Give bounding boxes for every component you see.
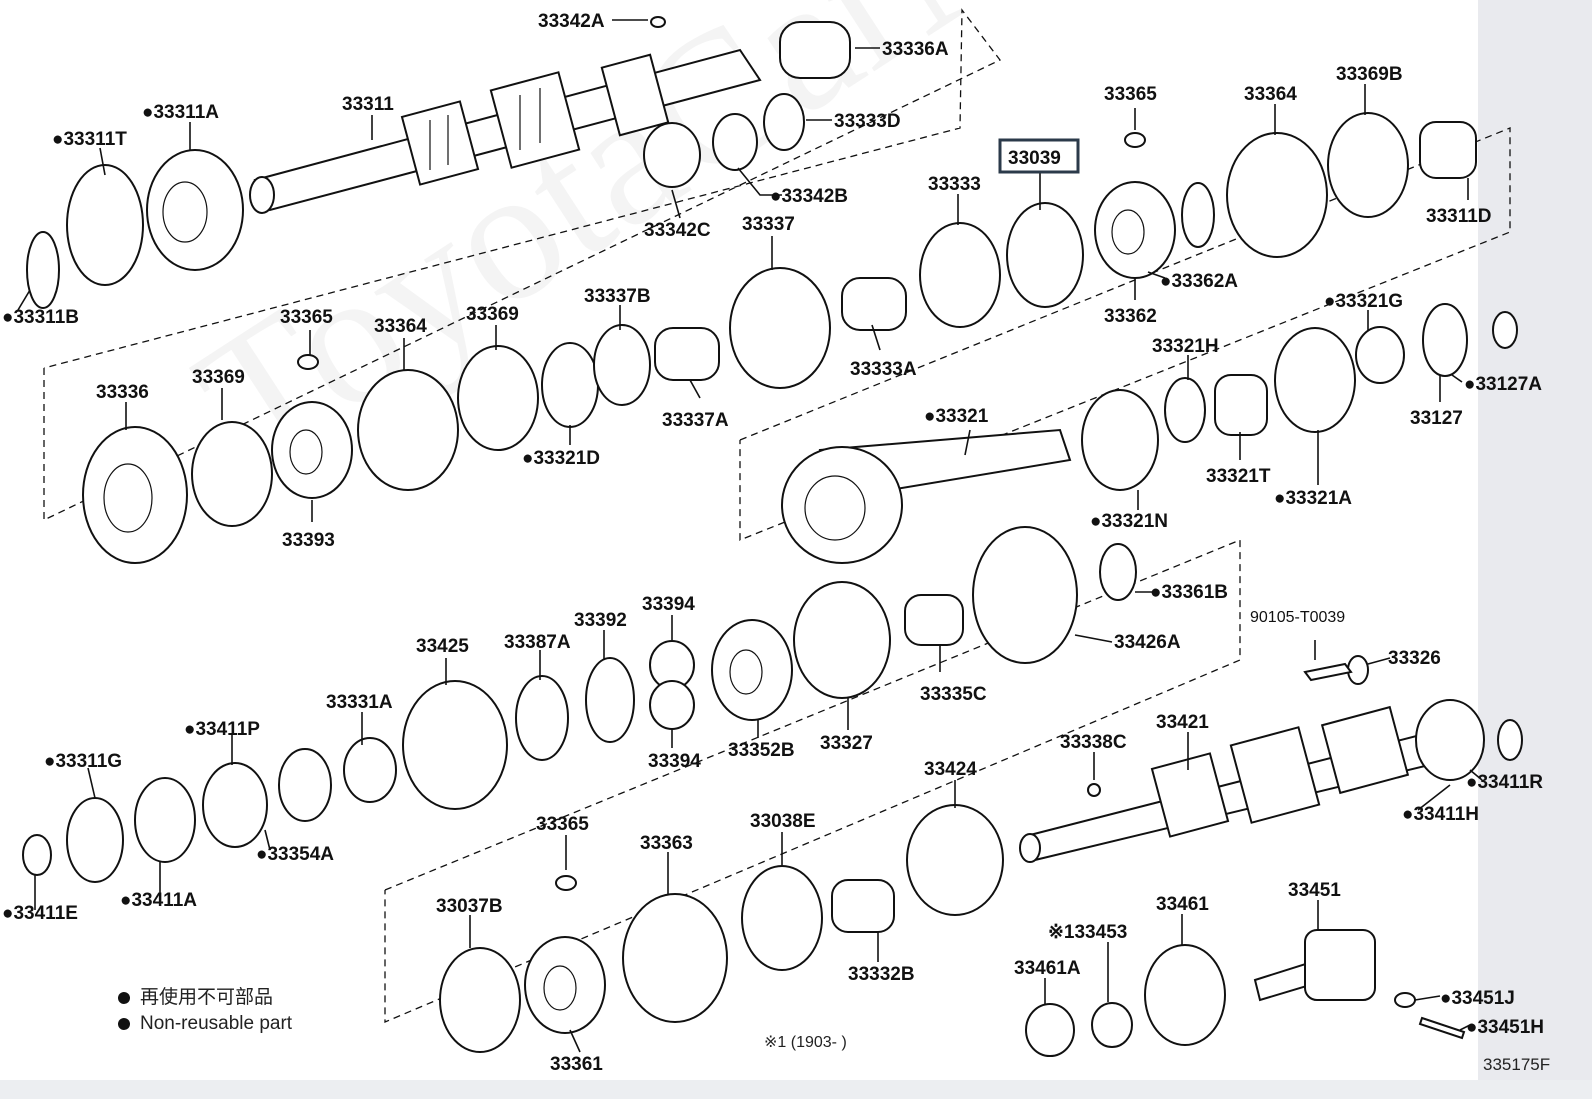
bullet-icon xyxy=(118,1017,130,1030)
legend-row-english: Non-reusable part xyxy=(118,1011,292,1037)
part-label[interactable]: ●33321 xyxy=(924,406,989,427)
part-label[interactable]: 33333 xyxy=(928,174,981,195)
part-label[interactable]: 33365 xyxy=(280,307,333,328)
part-label[interactable]: 33363 xyxy=(640,833,693,854)
part-label[interactable]: 33333D xyxy=(834,111,901,132)
part-label[interactable]: ●33362A xyxy=(1160,271,1238,292)
highlight-box-33039 xyxy=(998,138,1080,174)
part-label[interactable]: 33333A xyxy=(850,359,917,380)
part-label[interactable]: ●33361B xyxy=(1150,582,1228,603)
part-label[interactable]: 33394 xyxy=(642,594,695,615)
part-label[interactable]: ●33411P xyxy=(184,719,260,740)
part-label[interactable]: 33337A xyxy=(662,410,729,431)
group-outline-reverse-gears xyxy=(384,539,1241,1023)
lower-shaft-parts xyxy=(906,655,1523,916)
part-label[interactable]: ●33354A xyxy=(256,844,334,865)
part-label[interactable]: ●33321D xyxy=(522,448,600,469)
part-label[interactable]: 33365 xyxy=(536,814,589,835)
part-label[interactable]: 33461 xyxy=(1156,894,1209,915)
part-label[interactable]: ●33311A xyxy=(142,102,219,123)
part-label[interactable]: 33311 xyxy=(342,94,394,115)
part-label[interactable]: ●33411R xyxy=(1466,772,1543,793)
part-label[interactable]: ●33311T xyxy=(52,129,127,150)
part-label[interactable]: 33127 xyxy=(1410,408,1463,429)
part-label[interactable]: 33342A xyxy=(538,11,605,32)
part-label[interactable]: 33424 xyxy=(924,759,977,780)
part-label[interactable]: ●33127A xyxy=(1464,374,1542,395)
part-label[interactable]: 33387A xyxy=(504,632,571,653)
part-label[interactable]: 33362 xyxy=(1104,306,1157,327)
part-label[interactable]: 33393 xyxy=(282,530,335,551)
part-label[interactable]: 33336 xyxy=(96,382,149,403)
part-label[interactable]: 33364 xyxy=(1244,84,1297,105)
group-outline-upper-shaft xyxy=(43,8,1001,522)
counter-shaft-parts xyxy=(781,303,1518,564)
part-label[interactable]: ●33311B xyxy=(2,307,79,328)
part-label[interactable]: 33331A xyxy=(326,692,393,713)
part-label[interactable]: ●33451J xyxy=(1440,988,1515,1009)
part-label[interactable]: 33365 xyxy=(1104,84,1157,105)
part-label[interactable]: 33369 xyxy=(466,304,519,325)
part-label[interactable]: ●33321A xyxy=(1274,488,1352,509)
part-label[interactable]: 33311D xyxy=(1426,206,1492,227)
part-label[interactable]: 33364 xyxy=(374,316,427,337)
part-label[interactable]: 33451 xyxy=(1288,880,1341,901)
part-label[interactable]: 33392 xyxy=(574,610,627,631)
part-label[interactable]: 33338C xyxy=(1060,732,1127,753)
part-label[interactable]: 33337B xyxy=(584,286,651,307)
part-label[interactable]: ●33311G xyxy=(44,751,122,772)
part-label[interactable]: 33336A xyxy=(882,39,949,60)
part-label[interactable]: 33327 xyxy=(820,733,873,754)
part-label[interactable]: ●33321G xyxy=(1324,291,1403,312)
part-label[interactable]: ●33321N xyxy=(1090,511,1168,532)
part-label[interactable]: ●33411E xyxy=(2,903,78,924)
part-label[interactable]: ●33411H xyxy=(1402,804,1479,825)
part-label[interactable]: 33332B xyxy=(848,964,915,985)
part-label[interactable]: 33394 xyxy=(648,751,701,772)
legend-row-japanese: 再使用不可部品 xyxy=(118,985,292,1011)
part-label[interactable]: 33321H xyxy=(1152,336,1219,357)
part-label[interactable]: 33037B xyxy=(436,896,503,917)
part-label[interactable]: 33425 xyxy=(416,636,469,657)
bullet-icon xyxy=(118,991,130,1004)
right-margin-strip xyxy=(1478,0,1592,1099)
bottom-row-parts xyxy=(439,865,1466,1057)
leader-lines xyxy=(17,19,1483,1053)
output-shaft-drawing xyxy=(249,48,762,214)
part-label[interactable]: 33335C xyxy=(920,684,987,705)
part-labels: 33342A 33336A 33311 ●33311A ●33311T 3333… xyxy=(2,11,1544,1075)
part-label[interactable]: 33337 xyxy=(742,214,795,235)
part-label[interactable]: 33321T xyxy=(1206,466,1271,487)
part-label[interactable]: 33326 xyxy=(1388,648,1441,669)
part-label[interactable]: ●33411A xyxy=(120,890,197,911)
part-label[interactable]: 33421 xyxy=(1156,712,1209,733)
part-label[interactable]: ※133453 xyxy=(1048,922,1127,943)
part-label-highlighted[interactable]: 33039 xyxy=(1008,148,1061,169)
reverse-row-parts xyxy=(22,526,1137,883)
part-label-small[interactable]: 90105-T0039 xyxy=(1250,609,1345,626)
part-label[interactable]: 33361 xyxy=(550,1054,603,1075)
part-label[interactable]: ●33342B xyxy=(770,186,848,207)
part-label[interactable]: 33426A xyxy=(1114,632,1181,653)
upper-row-parts xyxy=(26,16,1477,328)
part-label[interactable]: 33461A xyxy=(1014,958,1081,979)
part-label[interactable]: 33369 xyxy=(192,367,245,388)
part-label[interactable]: 33369B xyxy=(1336,64,1403,85)
bottom-margin-strip xyxy=(0,1080,1592,1099)
part-label[interactable]: 33342C xyxy=(644,220,711,241)
part-label[interactable]: ●33451H xyxy=(1466,1017,1544,1038)
figure-id: 335175F xyxy=(1483,1055,1551,1074)
part-label[interactable]: 33038E xyxy=(750,811,816,832)
part-label[interactable]: 33352B xyxy=(728,740,795,761)
middle-row-parts xyxy=(82,267,907,564)
footnote: ※1 (1903- ) xyxy=(764,1034,847,1051)
legend: 再使用不可部品 Non-reusable part xyxy=(118,985,292,1037)
